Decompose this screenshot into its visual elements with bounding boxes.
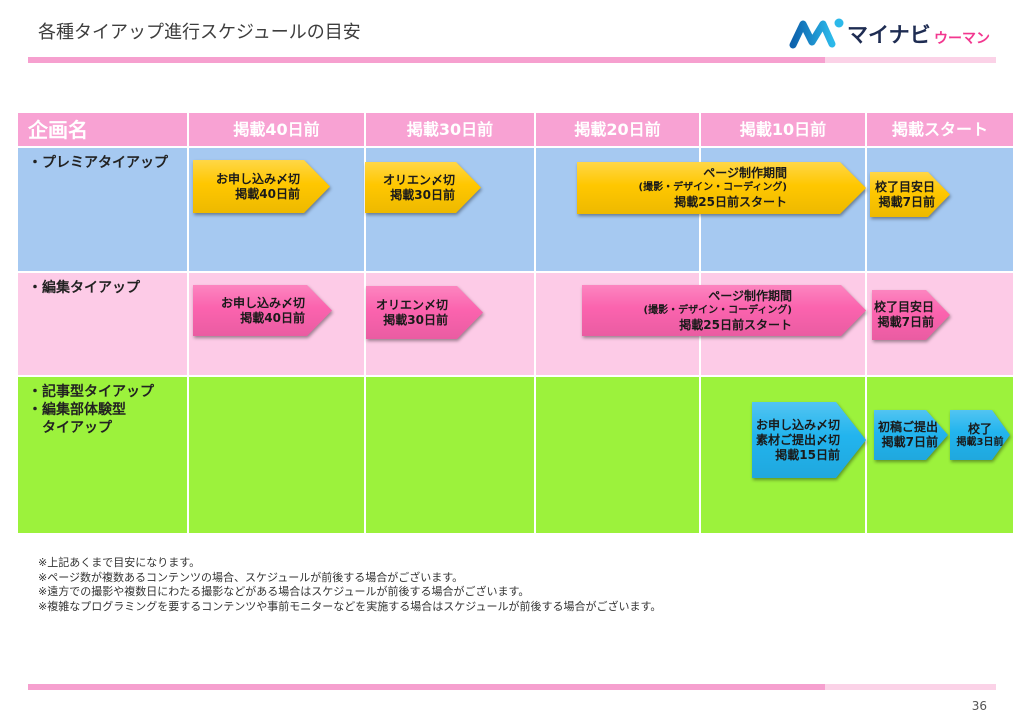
row-label-line: ・編集部体験型 — [28, 402, 126, 418]
page-title: 各種タイアップ進行スケジュールの目安 — [38, 22, 361, 43]
milestone-application-deadline: お申し込み〆切 掲載40日前 — [193, 285, 332, 336]
arrow-shape — [582, 285, 866, 336]
arrow-shadow — [752, 402, 866, 478]
column-header-plan-name: 企画名 — [18, 113, 187, 146]
milestone-line: 校了目安日 — [874, 179, 935, 194]
arrow-shape — [366, 286, 483, 339]
milestone-line: ページ制作期間 — [708, 288, 792, 303]
arrow-shadow — [365, 162, 481, 213]
arrow-shape — [193, 285, 332, 336]
arrow-shape — [577, 162, 866, 214]
milestone-line: 掲載7日前 — [878, 194, 935, 209]
schedule-cell — [189, 377, 364, 533]
mynavi-wave-logo-icon — [789, 18, 844, 49]
milestone-text: ページ制作期間 (撮影・デザイン・コーディング) 掲載25日前スタート — [582, 285, 866, 336]
logo-sub-brand-text: ウーマン — [934, 31, 990, 47]
milestone-line: 掲載7日前 — [881, 435, 938, 449]
milestone-line: 初稿ご提出 — [877, 420, 938, 434]
arrow-shadow — [872, 290, 950, 340]
milestone-line: 掲載30日前 — [390, 187, 455, 202]
milestone-line: 掲載30日前 — [383, 312, 448, 327]
milestone-line: 掲載40日前 — [240, 310, 305, 325]
milestone-line: お申し込み〆切 — [755, 417, 840, 432]
footnote: ※遠方での撮影や複数日にわたる撮影などがある場合はスケジュールが前後する場合がご… — [38, 585, 530, 598]
column-header-10-days-before: 掲載10日前 — [701, 113, 865, 146]
column-header-publish-start: 掲載スタート — [867, 113, 1013, 146]
milestone-final-proof: 校了 掲載3日前 — [950, 410, 1010, 460]
milestone-line: 校了 — [967, 421, 992, 436]
milestone-page-production-period: ページ制作期間 (撮影・デザイン・コーディング) 掲載25日前スタート — [582, 285, 866, 336]
milestone-text: お申し込み〆切 掲載40日前 — [193, 285, 332, 336]
logo-brand-text: マイナビ — [847, 23, 931, 47]
milestone-line: 素材ご提出〆切 — [755, 432, 840, 447]
column-header-40-days-before: 掲載40日前 — [189, 113, 364, 146]
milestone-text: 校了 掲載3日前 — [950, 410, 1010, 460]
column-header-30-days-before: 掲載30日前 — [366, 113, 534, 146]
arrow-shadow — [577, 162, 866, 214]
milestone-proof-target-date: 校了目安日 掲載7日前 — [870, 172, 950, 217]
arrow-shape — [193, 160, 330, 213]
milestone-text: 校了目安日 掲載7日前 — [872, 290, 950, 340]
milestone-page-production-period: ページ制作期間 (撮影・デザイン・コーディング) 掲載25日前スタート — [577, 162, 866, 214]
footnote: ※ページ数が複数あるコンテンツの場合、スケジュールが前後する場合がございます。 — [38, 570, 464, 584]
footnotes: ※上記あくまで目安になります。 ※ページ数が複数あるコンテンツの場合、スケジュー… — [38, 556, 661, 614]
milestone-text: 初稿ご提出 掲載7日前 — [874, 410, 948, 460]
row-label-line: ・プレミアタイアップ — [28, 155, 168, 171]
schedule-cell — [366, 377, 534, 533]
milestone-line: お申し込み〆切 — [220, 295, 305, 310]
arrow-shape — [365, 162, 481, 213]
milestone-line: (撮影・デザイン・コーディング) — [638, 182, 787, 193]
milestone-application-material-deadline: お申し込み〆切 素材ご提出〆切 掲載15日前 — [752, 402, 866, 478]
milestone-line: オリエン〆切 — [375, 297, 448, 312]
milestone-line: 掲載40日前 — [235, 186, 300, 201]
milestone-line: オリエン〆切 — [382, 172, 455, 187]
milestone-proof-target-date: 校了目安日 掲載7日前 — [872, 290, 950, 340]
milestone-line: 掲載15日前 — [775, 447, 840, 462]
milestone-line: 掲載7日前 — [877, 315, 934, 329]
milestone-line: 掲載25日前スタート — [679, 317, 792, 332]
page-number: 36 — [971, 699, 987, 713]
milestone-text: お申し込み〆切 素材ご提出〆切 掲載15日前 — [752, 402, 866, 478]
arrow-shadow — [366, 286, 483, 339]
row-label-premium-tieup: ・プレミアタイアップ — [18, 148, 187, 271]
footer-divider-bar — [28, 684, 825, 690]
milestone-text: お申し込み〆切 掲載40日前 — [193, 160, 330, 213]
milestone-line: (撮影・デザイン・コーディング) — [643, 304, 792, 316]
milestone-line: 掲載25日前スタート — [674, 195, 787, 209]
header-divider-bar — [28, 57, 825, 63]
row-label-article-tieup: ・記事型タイアップ ・編集部体験型 タイアップ — [18, 377, 187, 533]
arrow-shadow — [193, 285, 332, 336]
arrow-shadow — [582, 285, 866, 336]
row-label-editorial-tieup: ・編集タイアップ — [18, 273, 187, 375]
row-label-line: ・編集タイアップ — [28, 280, 140, 296]
schedule-cell — [536, 377, 699, 533]
milestone-text: オリエン〆切 掲載30日前 — [366, 286, 483, 339]
milestone-application-deadline: お申し込み〆切 掲載40日前 — [193, 160, 330, 213]
footnote: ※複雑なプログラミングを要するコンテンツや事前モニターなどを実施する場合はスケジ… — [38, 599, 662, 613]
column-header-20-days-before: 掲載20日前 — [536, 113, 699, 146]
milestone-first-draft-submission: 初稿ご提出 掲載7日前 — [874, 410, 948, 460]
milestone-line: お申し込み〆切 — [215, 171, 300, 186]
milestone-text: オリエン〆切 掲載30日前 — [365, 162, 481, 213]
footnote: ※上記あくまで目安になります。 — [38, 556, 201, 569]
arrow-shadow — [193, 160, 330, 213]
milestone-orientation-deadline: オリエン〆切 掲載30日前 — [365, 162, 481, 213]
arrow-shadow — [874, 410, 948, 460]
arrow-shadow — [870, 172, 950, 217]
header-divider-bar-light — [825, 57, 996, 63]
arrow-shadow — [950, 410, 1010, 460]
milestone-line: ページ制作期間 — [703, 166, 787, 180]
milestone-text: ページ制作期間 (撮影・デザイン・コーディング) 掲載25日前スタート — [577, 162, 866, 214]
milestone-line: 校了目安日 — [873, 300, 934, 314]
milestone-orientation-deadline: オリエン〆切 掲載30日前 — [366, 286, 483, 339]
milestone-line: 掲載3日前 — [956, 436, 1004, 448]
milestone-text: 校了目安日 掲載7日前 — [870, 172, 950, 217]
row-label-line: ・記事型タイアップ — [28, 384, 154, 400]
footer-divider-bar-light — [825, 684, 996, 690]
row-label-line: タイアップ — [42, 420, 112, 436]
